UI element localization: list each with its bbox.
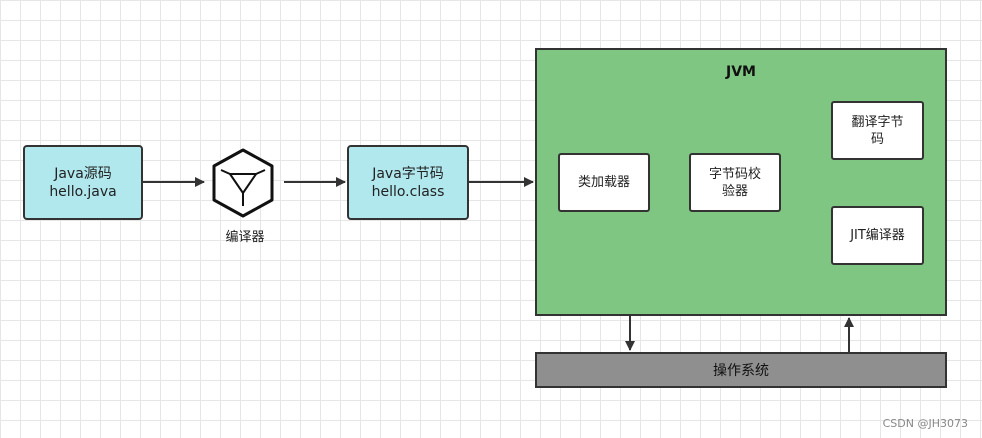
jit-compiler-node: JIT编译器 xyxy=(831,206,924,265)
os-label: 操作系统 xyxy=(713,363,769,379)
interpreter-node: 翻译字节 码 xyxy=(831,101,924,160)
jvm-title: JVM xyxy=(726,64,756,80)
hexagon-compiler-icon xyxy=(212,148,274,218)
java-source-line1: Java源码 xyxy=(54,165,112,182)
watermark: CSDN @JH3073 xyxy=(882,417,968,430)
verifier-line2: 验器 xyxy=(721,183,748,199)
java-source-line2: hello.java xyxy=(49,183,117,200)
verifier-line1: 字节码校 xyxy=(708,166,761,182)
java-bytecode-node: Java字节码 hello.class xyxy=(347,145,469,220)
interpreter-line1: 翻译字节 xyxy=(851,114,904,130)
java-bytecode-line2: hello.class xyxy=(371,183,445,200)
class-loader-label: 类加载器 xyxy=(577,175,630,190)
operating-system-node: 操作系统 xyxy=(535,352,947,388)
java-source-node: Java源码 hello.java xyxy=(23,145,143,220)
interpreter-line2: 码 xyxy=(870,131,884,147)
bytecode-verifier-node: 字节码校 验器 xyxy=(689,153,781,212)
jit-compiler-label: JIT编译器 xyxy=(850,228,905,243)
java-bytecode-line1: Java字节码 xyxy=(372,165,444,182)
class-loader-node: 类加载器 xyxy=(558,153,650,212)
compiler-label: 编译器 xyxy=(225,230,265,245)
